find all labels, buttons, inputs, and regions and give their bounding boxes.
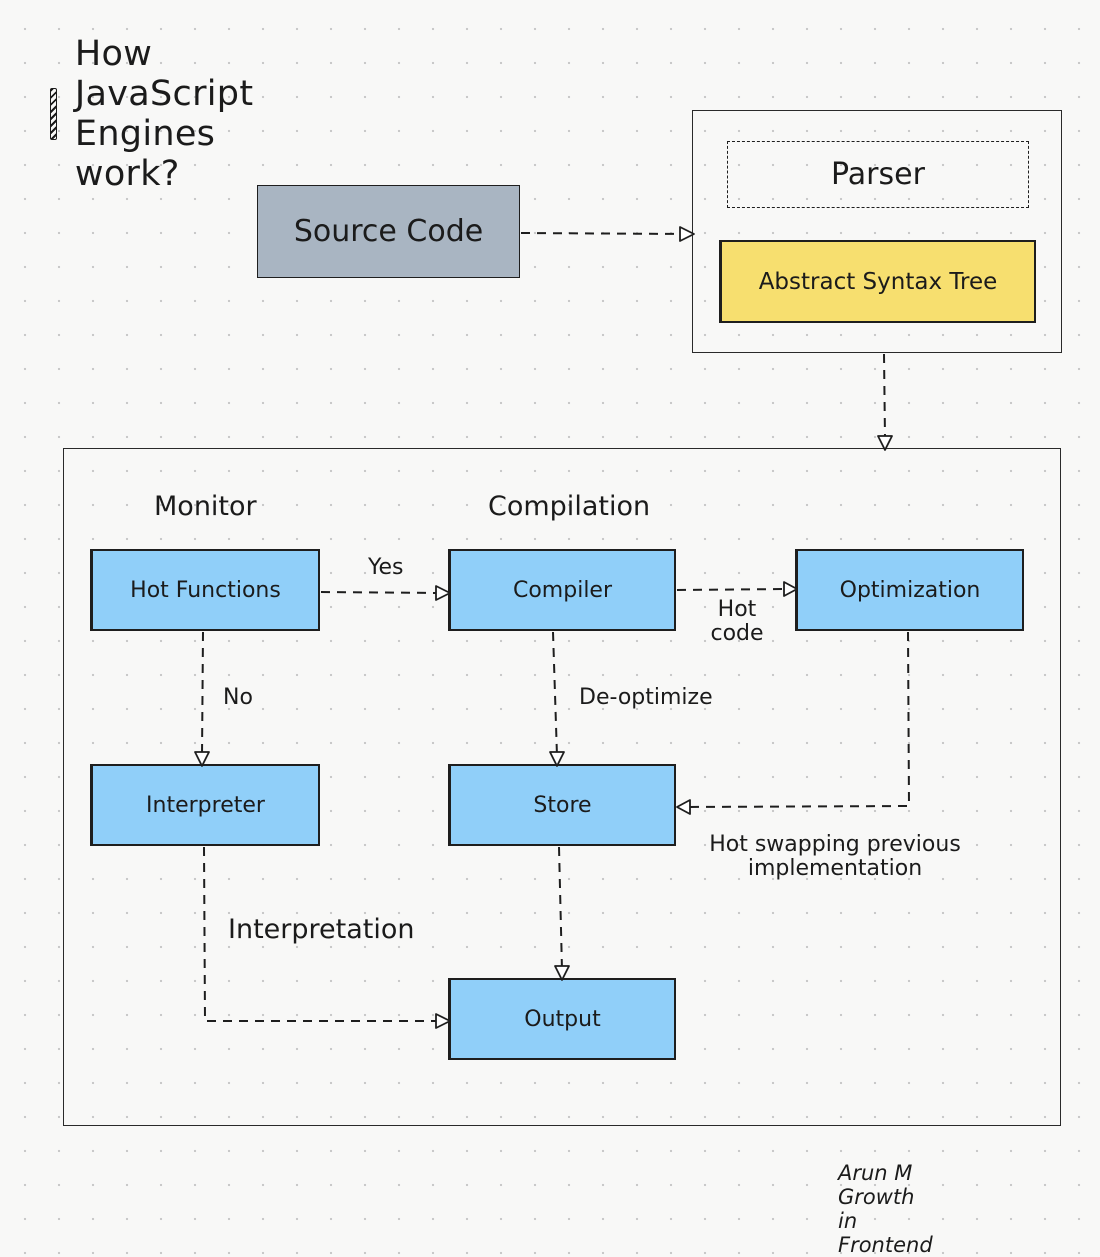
store-node: Store bbox=[448, 764, 676, 846]
edge-label-yes: Yes bbox=[368, 555, 404, 580]
arrow-source-to-parser bbox=[520, 232, 687, 235]
edge-label-interpretation: Interpretation bbox=[228, 914, 415, 945]
author-tagline: Growth in Frontend bbox=[838, 1185, 933, 1257]
page-title: How JavaScript Engines work? bbox=[74, 34, 254, 194]
compiler-node: Compiler bbox=[448, 549, 676, 631]
edge-label-hot-code-line2: code bbox=[710, 621, 764, 646]
edge-label-hot-swapping-line1: Hot swapping previous bbox=[709, 832, 961, 857]
edge-label-hot-swapping-line2: implementation bbox=[747, 856, 923, 881]
output-node: Output bbox=[448, 978, 676, 1060]
edge-label-deoptimize: De-optimize bbox=[579, 685, 713, 710]
ast-node: Abstract Syntax Tree bbox=[719, 240, 1036, 323]
edge-label-no: No bbox=[223, 685, 253, 710]
hot-functions-node: Hot Functions bbox=[90, 549, 320, 631]
title-row: How JavaScript Engines work? bbox=[50, 34, 262, 194]
title-marker-icon bbox=[50, 88, 57, 140]
interpreter-node: Interpreter bbox=[90, 764, 320, 846]
edge-label-hot-code: Hot code bbox=[705, 598, 769, 646]
edge-label-hot-swapping: Hot swapping previous implementation bbox=[700, 833, 970, 881]
parser-node: Parser bbox=[727, 141, 1029, 208]
author-signature: Arun M Growth in Frontend bbox=[838, 1161, 933, 1257]
optimization-node: Optimization bbox=[795, 549, 1024, 631]
monitor-heading: Monitor bbox=[154, 491, 257, 522]
source-code-node: Source Code bbox=[257, 185, 520, 278]
compilation-heading: Compilation bbox=[488, 491, 651, 522]
engine-frame bbox=[63, 448, 1061, 1126]
edge-label-hot-code-line1: Hot bbox=[717, 597, 757, 622]
arrow-parser-to-engine bbox=[883, 353, 886, 439]
author-name: Arun M bbox=[838, 1161, 913, 1185]
